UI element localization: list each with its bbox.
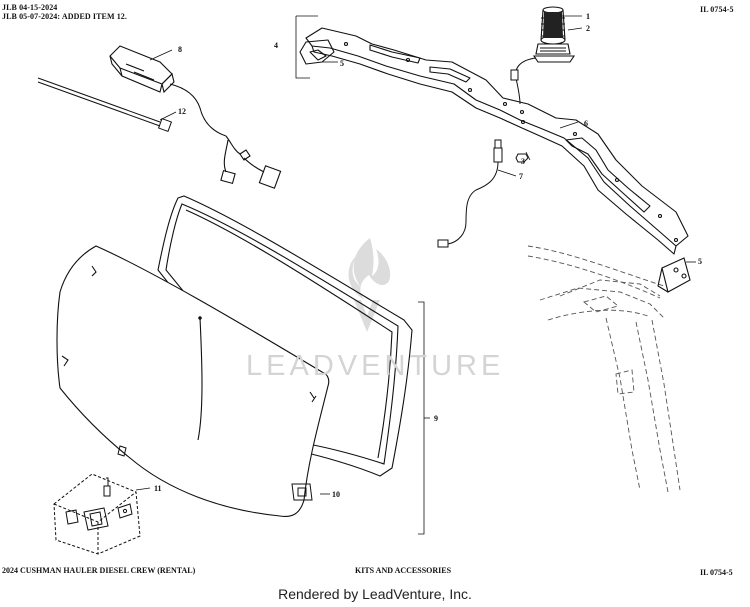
callout-5b: 5 (698, 257, 702, 266)
revision-line-1: JLB 04-15-2024 (2, 3, 58, 12)
callout-7: 7 (519, 172, 523, 181)
wire-harness (437, 139, 503, 248)
callout-2: 2 (586, 24, 590, 33)
windshield-glass (56, 245, 330, 518)
callout-1: 1 (586, 12, 590, 21)
callout-11: 11 (154, 484, 162, 493)
beacon-fill (543, 12, 563, 38)
callout-8: 8 (178, 45, 182, 54)
callout-labels: 1 2 3 4 5 5 6 7 8 9 10 11 12 (154, 12, 702, 499)
model-name: 2024 CUSHMAN HAULER DIESEL CREW (RENTAL) (2, 566, 196, 575)
leader-lines (135, 15, 696, 535)
callout-12: 12 (178, 107, 186, 116)
callout-10: 10 (332, 490, 340, 499)
beacon-wire (510, 57, 537, 105)
callout-5a: 5 (340, 59, 344, 68)
frame-clamp (657, 257, 691, 293)
callout-9: 9 (434, 414, 438, 423)
illustration-code-top: IL 0754-5 (700, 5, 734, 14)
callout-4: 4 (274, 41, 278, 50)
revision-line-2: JLB 05-07-2024: ADDED ITEM 12. (2, 12, 128, 21)
nut (515, 153, 529, 163)
windshield-seal (157, 195, 413, 477)
cable-tie (37, 77, 173, 133)
callout-3: 3 (521, 157, 525, 166)
cab-frame (527, 245, 681, 493)
section-name: KITS AND ACCESSORIES (355, 566, 452, 575)
clip-kit-box (53, 473, 141, 555)
clip-kit-parts (65, 477, 133, 531)
light-bar-bracket (299, 27, 689, 255)
radio-module (109, 45, 282, 189)
windshield-clip (117, 445, 313, 501)
illustration-code-bottom: IL 0754-5 (700, 568, 733, 577)
watermark-text: LEADVENTURE (246, 350, 505, 382)
rendered-by-credit: Rendered by LeadVenture, Inc. (278, 586, 472, 602)
callout-6: 6 (584, 119, 588, 128)
